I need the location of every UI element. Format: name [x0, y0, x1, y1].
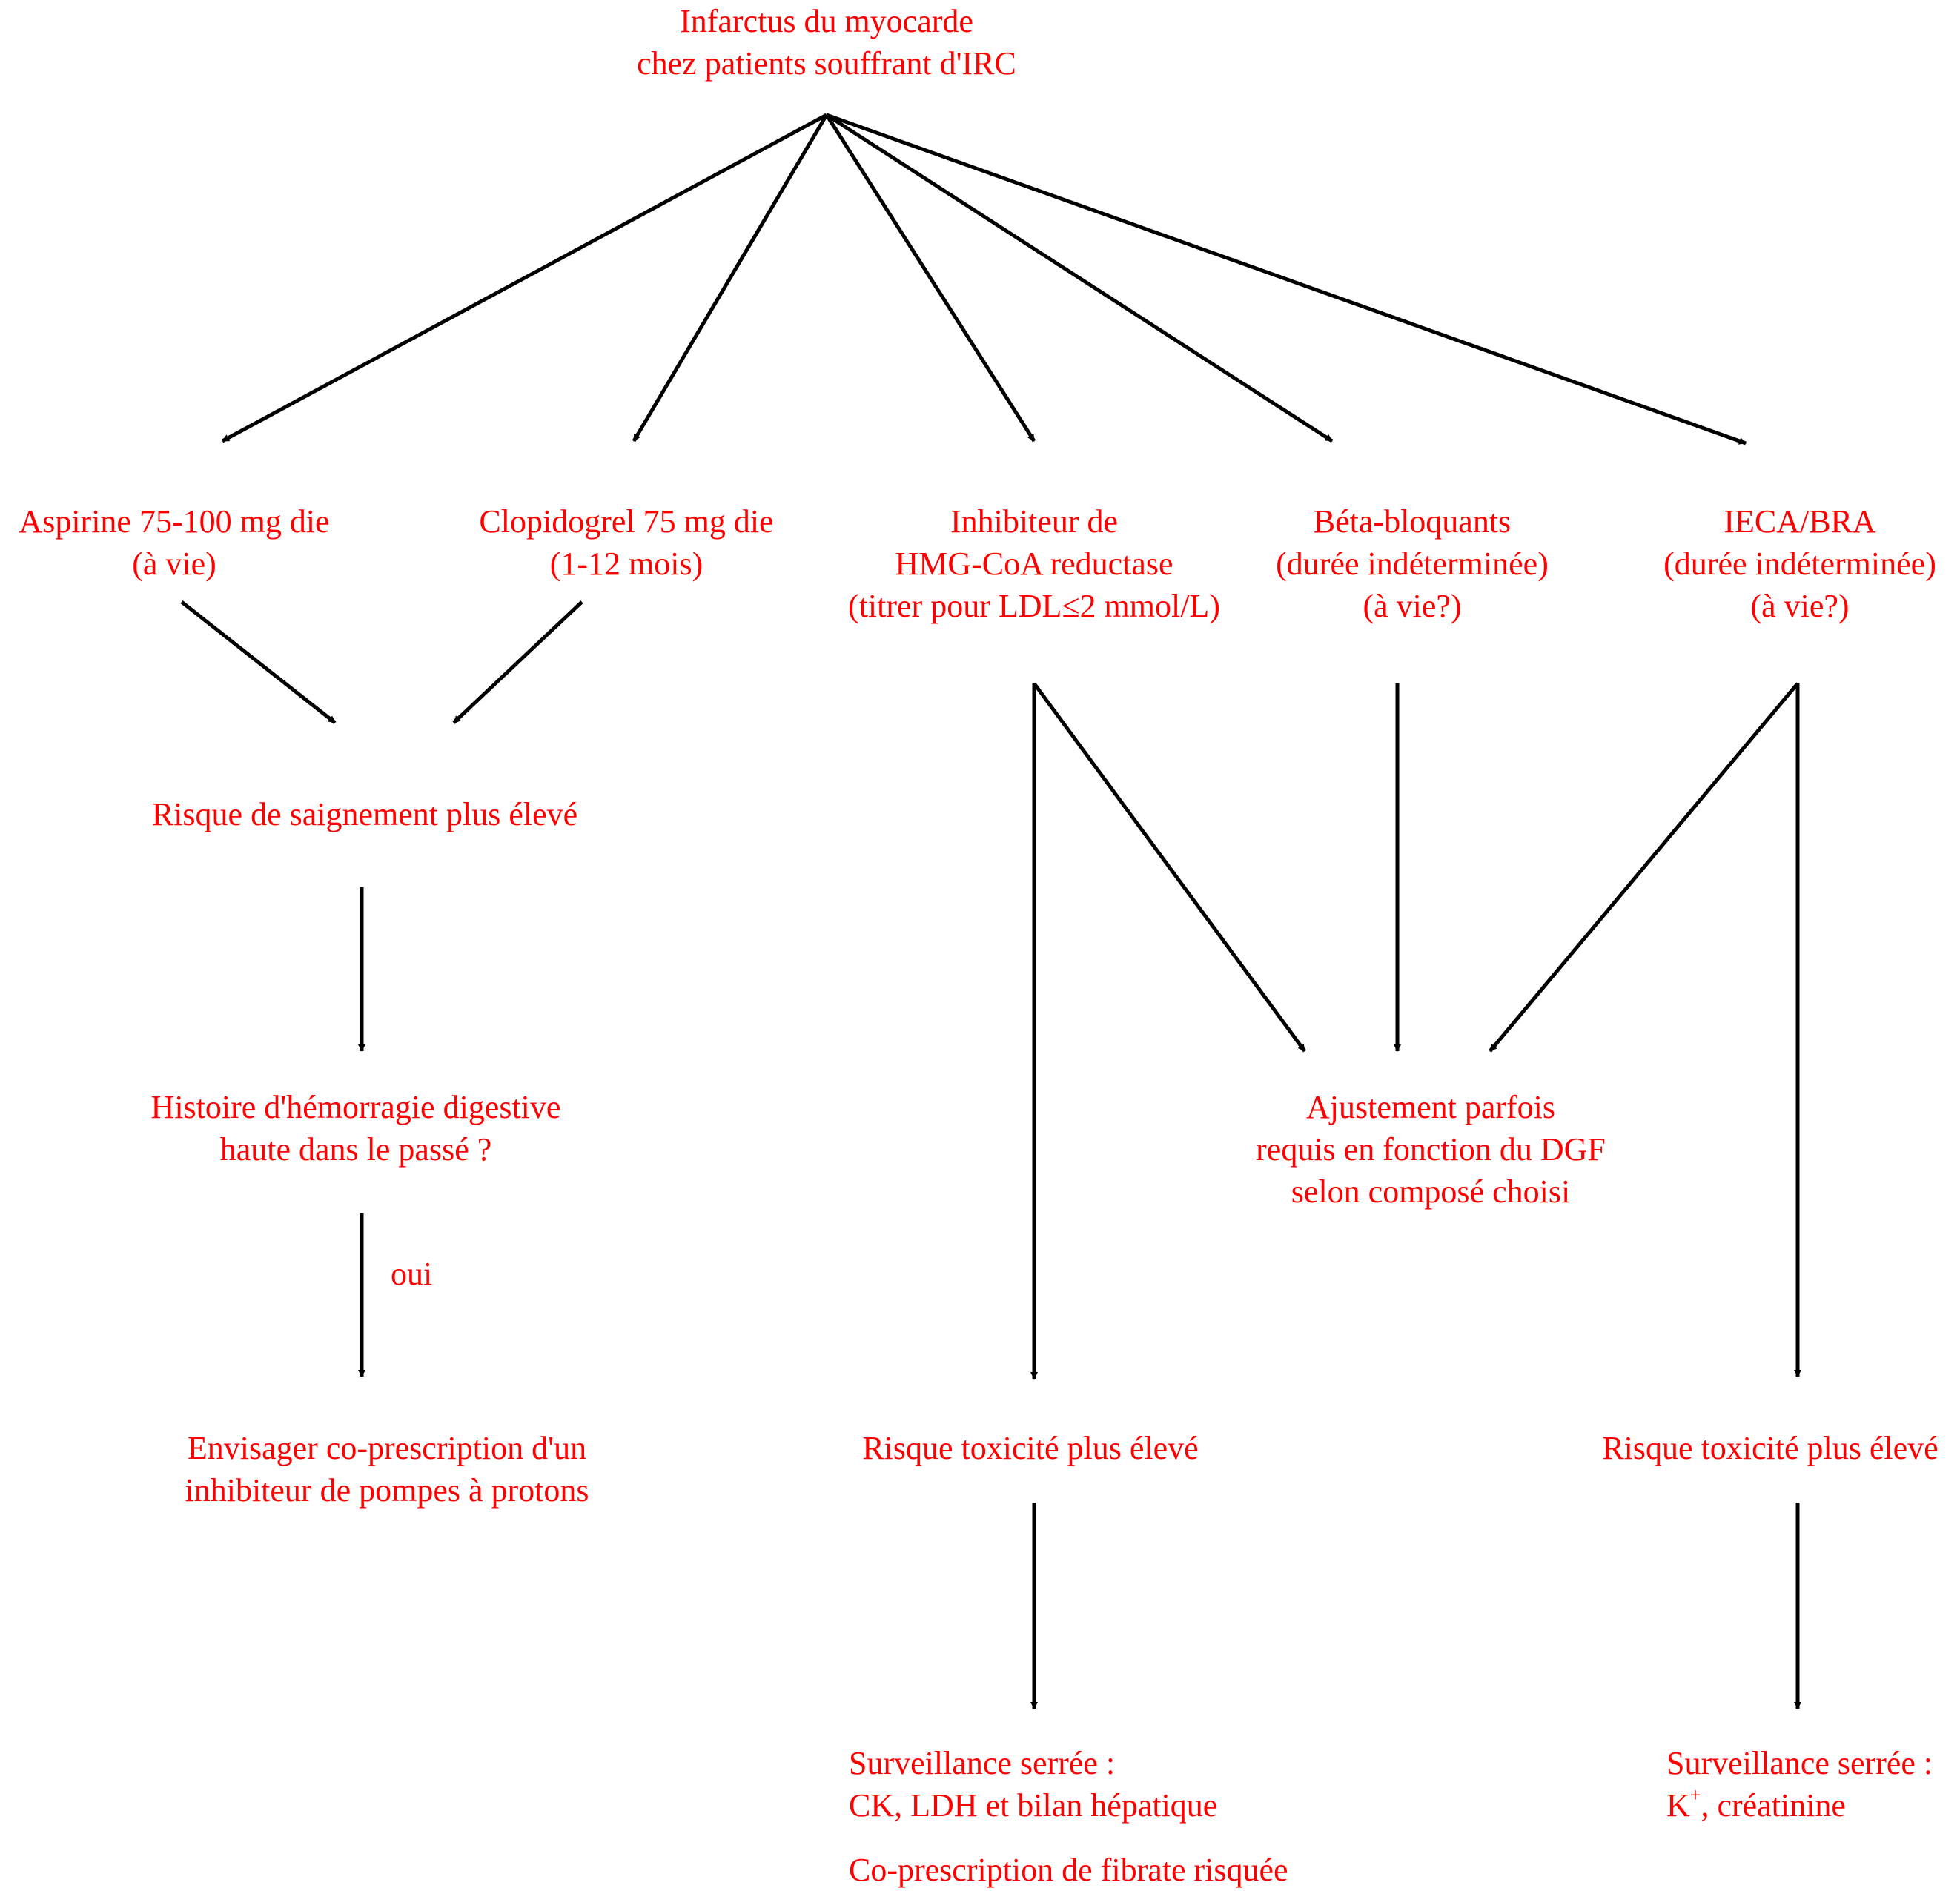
root-line-2: chez patients souffrant d'IRC [637, 45, 1016, 82]
edge-label-oui: oui [391, 1253, 432, 1295]
statine-line-2: HMG-CoA reductase [895, 546, 1173, 582]
adjustment-line-1: Ajustement parfois [1305, 1089, 1556, 1125]
potassium-charge: + [1689, 1784, 1701, 1806]
aspirine-line-1: Aspirine 75-100 mg die [19, 503, 330, 540]
arrow-root-to-clopidogrel [632, 113, 829, 443]
arrow-ieca-to-adjustment [1489, 682, 1799, 1053]
monitor-ieca-line-2: K+, créatinine [1666, 1784, 1933, 1827]
arrow-root-to-statine [824, 113, 1036, 443]
node-statine: Inhibiteur de HMG-CoA reductase (titrer … [848, 500, 1220, 627]
beta-line-1: Béta-bloquants [1313, 503, 1512, 540]
node-adjustment: Ajustement parfois requis en fonction du… [1256, 1086, 1606, 1213]
ieca-line-1: IECA/BRA [1724, 503, 1876, 540]
history-line-2: haute dans le passé ? [219, 1131, 492, 1168]
node-aspirine: Aspirine 75-100 mg die (à vie) [19, 500, 329, 585]
ppi-line-1: Envisager co-prescription d'un [187, 1430, 587, 1466]
ieca-line-3: (à vie?) [1750, 588, 1850, 624]
arrow-root-to-aspirine [221, 113, 828, 443]
monitor-statin-line-3: Co-prescription de fibrate risquée [849, 1852, 1288, 1888]
node-clopidogrel: Clopidogrel 75 mg die (1-12 mois) [479, 500, 773, 585]
arrow-root-to-ieca [826, 113, 1747, 446]
root-line-1: Infarctus du myocarde [680, 3, 973, 39]
toxicity-statin-text: Risque toxicité plus élevé [862, 1430, 1199, 1466]
node-root: Infarctus du myocarde chez patients souf… [637, 0, 1016, 85]
node-bleeding-risk: Risque de saignement plus élevé [152, 793, 577, 835]
monitor-statin-line-1: Surveillance serrée : [849, 1745, 1116, 1781]
node-beta-bloquants: Béta-bloquants (durée indéterminée) (à v… [1276, 500, 1549, 627]
statine-line-1: Inhibiteur de [950, 503, 1119, 540]
arrow-clopidogrel-to-bleeding [452, 600, 583, 724]
history-line-1: Histoire d'hémorragie digestive [150, 1089, 561, 1125]
node-toxicity-ieca: Risque toxicité plus élevé [1602, 1427, 1938, 1469]
monitor-statin-line-2: CK, LDH et bilan hépatique [849, 1787, 1218, 1824]
potassium-symbol: K [1666, 1787, 1690, 1824]
ppi-line-2: inhibiteur de pompes à protons [185, 1472, 589, 1509]
arrow-root-to-beta [825, 113, 1334, 443]
toxicity-ieca-text: Risque toxicité plus élevé [1602, 1430, 1939, 1466]
node-history: Histoire d'hémorragie digestive haute da… [151, 1086, 561, 1170]
arrow-statine-to-adjustment [1032, 682, 1307, 1053]
beta-line-2: (durée indéterminée) [1276, 546, 1549, 582]
node-ppi: Envisager co-prescription d'un inhibiteu… [185, 1427, 589, 1511]
monitor-ieca-line-1: Surveillance serrée : [1666, 1745, 1933, 1781]
adjustment-line-2: requis en fonction du DGF [1256, 1131, 1606, 1168]
node-monitor-statin: Surveillance serrée : CK, LDH et bilan h… [849, 1742, 1288, 1891]
node-toxicity-statin: Risque toxicité plus élevé [862, 1427, 1198, 1469]
beta-line-3: (à vie?) [1363, 588, 1462, 624]
ieca-line-2: (durée indéterminée) [1663, 546, 1936, 582]
monitor-ieca-line-2-rest: , créatinine [1701, 1787, 1846, 1824]
clopidogrel-line-1: Clopidogrel 75 mg die [479, 503, 774, 540]
node-monitor-ieca: Surveillance serrée : K+, créatinine [1666, 1742, 1933, 1827]
clopidogrel-line-2: (1-12 mois) [549, 546, 703, 582]
bleeding-risk-text: Risque de saignement plus élevé [151, 796, 578, 832]
statine-line-3: (titrer pour LDL≤2 mmol/L) [848, 588, 1220, 624]
arrow-aspirine-to-bleeding [180, 600, 337, 724]
aspirine-line-2: (à vie) [132, 546, 216, 582]
oui-label: oui [391, 1256, 433, 1292]
adjustment-line-3: selon composé choisi [1291, 1173, 1571, 1210]
node-ieca-bra: IECA/BRA (durée indéterminée) (à vie?) [1663, 500, 1936, 627]
